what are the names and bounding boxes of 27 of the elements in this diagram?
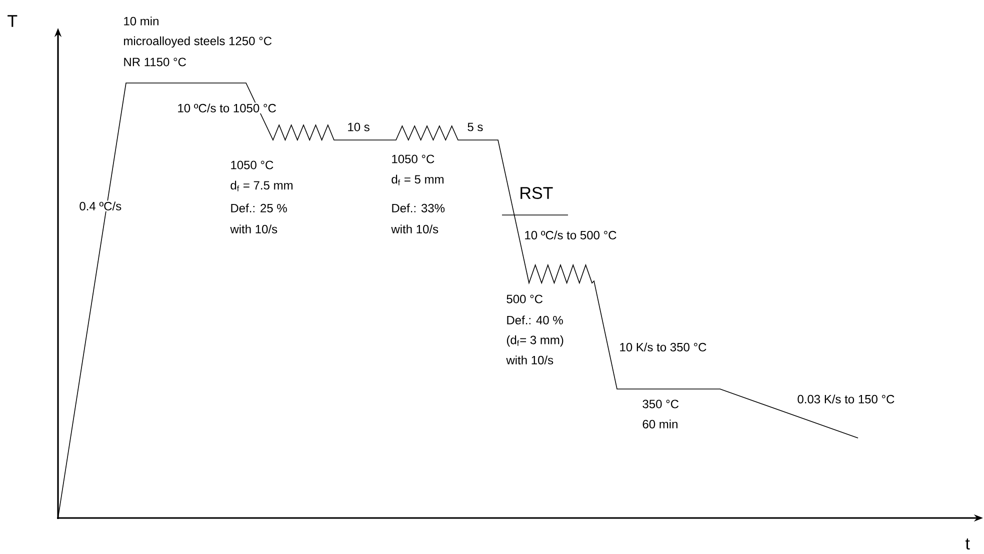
annotation-text: 0.03 K/s to 150 °C [796,394,896,404]
annotation-text: 5 s [466,122,484,132]
annotation-text: 10 K/s to 350 °C [618,342,708,352]
annotation-text: 1050 °C [229,160,275,170]
annotation-text: with 10/s [505,354,555,366]
annotation-text: 500 °C [505,294,544,304]
annotation-text: d$_{f}$ = 7.5 mm [229,180,294,192]
annotation-text: NR 1150 °C [122,56,188,68]
annotation-text: 1050 °C [390,154,436,164]
annotation-text: microalloyed steels 1250 °C [122,35,274,49]
annotation-text: 10 ºC/s to 500 °C [523,230,618,240]
annotation-text: with 10/s [390,224,440,234]
axis-label: T [6,14,19,28]
annotation-text: RST [518,186,554,200]
annotation-text: (d$_{f}$= 3 mm) [505,334,565,348]
annotation-text: Def.: 40 % [505,314,564,326]
annotation-text: 350 °C [641,398,680,410]
annotation-text: d$_{f}$ = 5 mm [390,174,446,186]
annotation-text: 10 min [122,16,160,26]
annotation-text: Def.: 25 % [229,202,288,214]
annotation-text: Def.: 33% [390,202,446,214]
annotation-text: 10 s [346,122,371,132]
annotation-text: 0.4 ºC/s [78,200,123,212]
annotation-text: with 10/s [229,224,279,234]
annotation-text: 60 min [641,418,680,430]
axis-label: t [964,537,971,551]
annotation-text: 10 ºC/s to 1050 °C [176,102,278,114]
